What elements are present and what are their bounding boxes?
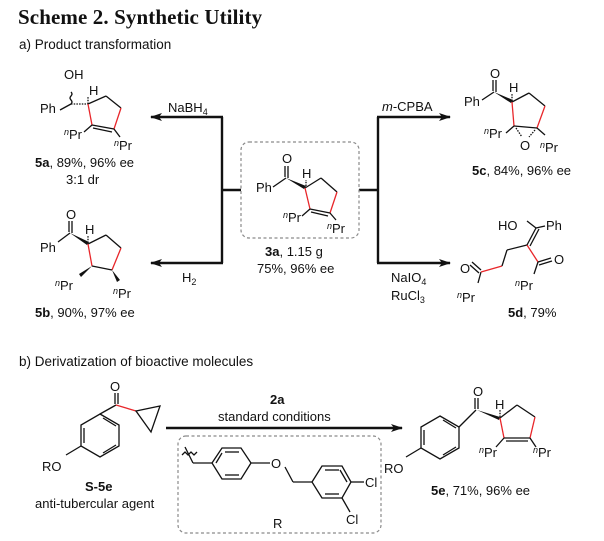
label-5e-o: O — [473, 384, 483, 399]
label-5b-npr-2: nPr — [113, 286, 132, 301]
caption-s5e: S-5e — [85, 479, 112, 494]
structure-5e — [405, 398, 537, 460]
label-r-cl-1: Cl — [365, 475, 377, 490]
right-bracket-arrows — [359, 113, 451, 267]
label-5b-o: O — [66, 207, 76, 222]
caption-s5e-description: anti-tubercular agent — [35, 496, 155, 511]
reagent-naio4: NaIO4 — [391, 270, 426, 287]
reagent-conditions: standard conditions — [218, 409, 331, 424]
label-5b-npr-1: nPr — [55, 278, 74, 293]
label-5a-npr-1: nPr — [64, 127, 83, 142]
label-5b-h: H — [85, 222, 94, 237]
label-5c-ph: Ph — [464, 94, 480, 109]
label-5e-npr-1: nPr — [479, 445, 498, 460]
label-5d-o-right: O — [554, 252, 564, 267]
label-5e-npr-2: nPr — [533, 445, 552, 460]
section-b-label: b) Derivatization of bioactive molecules — [19, 354, 254, 369]
label-5a-oh: OH — [64, 67, 84, 82]
reagent-2a: 2a — [270, 392, 285, 407]
structure-5c — [481, 80, 546, 138]
structure-s5e — [65, 393, 161, 458]
label-5c-npr-2: nPr — [540, 140, 559, 155]
scheme-title: Scheme 2. Synthetic Utility — [18, 5, 263, 29]
label-5b-ph: Ph — [40, 240, 56, 255]
label-5d-ph: Ph — [546, 218, 562, 233]
label-5c-npr-1: nPr — [484, 126, 503, 141]
caption-5b: 5b, 90%, 97% ee — [35, 305, 135, 320]
reagent-mcpba: m-CPBA — [382, 99, 433, 114]
dashed-box-3a — [240, 141, 360, 239]
dashed-box-r-group — [177, 435, 382, 534]
caption-5a: 5a, 89%, 96% ee — [35, 155, 134, 170]
caption-5c: 5c, 84%, 96% ee — [472, 163, 571, 178]
label-3a-h: H — [302, 166, 311, 181]
label-5e-h: H — [495, 397, 504, 412]
left-bracket-arrows — [150, 113, 241, 267]
label-5c-h: H — [509, 80, 518, 95]
label-3a-npr-1: nPr — [283, 210, 302, 225]
label-s5e-o: O — [110, 379, 120, 394]
label-5c-o: O — [490, 66, 500, 81]
label-s5e-ro: RO — [42, 459, 62, 474]
caption-5d: 5d, 79% — [508, 305, 557, 320]
label-5d-ho: HO — [498, 218, 518, 233]
label-r-cl-2: Cl — [346, 512, 358, 527]
reagent-h2: H2 — [182, 270, 196, 287]
reagent-rucl3: RuCl3 — [391, 288, 425, 305]
label-r: R — [273, 516, 282, 531]
structure-5b — [57, 221, 122, 282]
label-3a-ph: Ph — [256, 180, 272, 195]
reagent-nabh4: NaBH4 — [168, 100, 208, 117]
caption-5e: 5e, 71%, 96% ee — [431, 483, 530, 498]
label-5d-npr-2: nPr — [457, 290, 476, 305]
label-5a-npr-2: nPr — [114, 138, 133, 153]
structure-r-group — [181, 446, 364, 513]
label-5a-h: H — [89, 83, 98, 98]
label-5a-ph: Ph — [40, 101, 56, 116]
label-5e-ro: RO — [384, 461, 404, 476]
section-a-label: a) Product transformation — [19, 37, 172, 52]
label-3a-o: O — [282, 151, 292, 166]
structure-5d — [469, 220, 553, 284]
structure-5a — [59, 91, 122, 138]
caption-3a: 3a, 1.15 g — [265, 244, 323, 259]
label-5c-epoxide-o: O — [520, 138, 530, 153]
label-3a-npr-2: nPr — [327, 221, 346, 236]
structure-3a — [272, 166, 338, 221]
label-5d-o-left: O — [460, 261, 470, 276]
caption-5a-dr: 3:1 dr — [66, 172, 100, 187]
label-5d-npr-1: nPr — [515, 278, 534, 293]
caption-3a-yield: 75%, 96% ee — [257, 261, 334, 276]
label-r-o: O — [271, 456, 281, 471]
